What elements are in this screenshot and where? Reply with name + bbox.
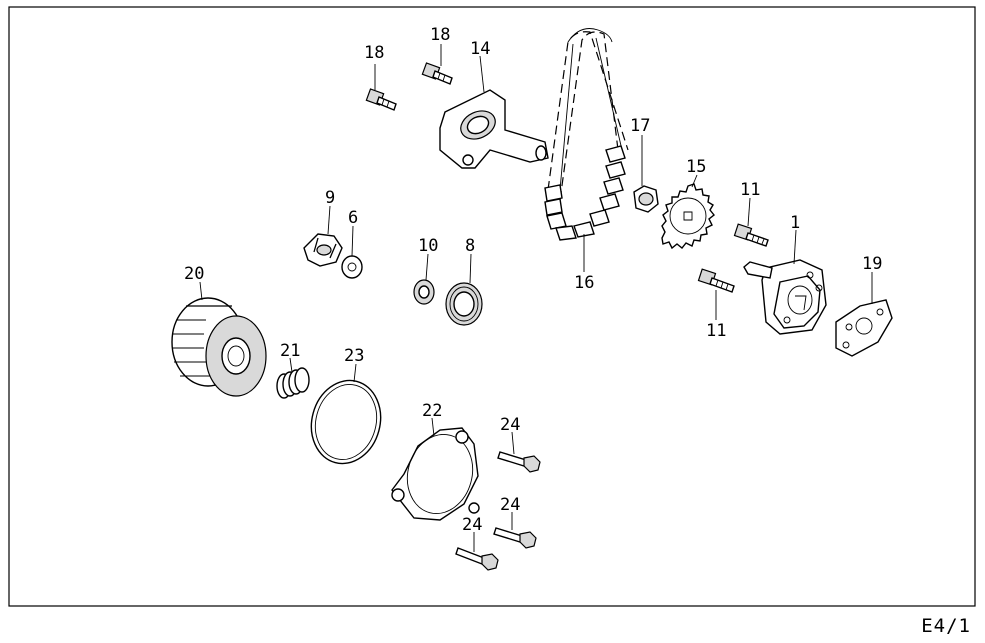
oil-filter-20 [171, 297, 267, 397]
callout-22: 22 [422, 401, 442, 421]
callout-24: 24 [462, 515, 482, 535]
callout-11: 11 [706, 321, 726, 341]
callout-23: 23 [344, 346, 364, 366]
oil-pump-1 [743, 259, 827, 335]
leader-lines [199, 44, 873, 552]
bolt-24-lower [455, 547, 499, 571]
callout-9: 9 [325, 188, 335, 208]
callout-6: 6 [348, 208, 358, 228]
gasket-plate-19 [835, 299, 893, 357]
sheet-code: E4/1 [921, 615, 971, 637]
callout-16: 16 [574, 273, 594, 293]
callout-18: 18 [364, 43, 384, 63]
callout-18: 18 [430, 25, 450, 45]
bolt-11-lower [697, 268, 735, 293]
callout-8: 8 [465, 236, 475, 256]
bolt-24-upper [497, 451, 541, 473]
diagram-frame [8, 6, 976, 607]
sprocket-15 [661, 183, 715, 250]
callout-1: 1 [790, 213, 800, 233]
callout-21: 21 [280, 341, 300, 361]
drive-chain-16 [544, 28, 629, 241]
gear-10 [413, 279, 435, 305]
gear-8 [445, 282, 483, 326]
filter-cover-22 [391, 427, 480, 521]
o-ring-23 [310, 379, 382, 465]
bolt-11-upper [733, 223, 769, 247]
callout-19: 19 [862, 254, 882, 274]
bolt-18-right [421, 62, 453, 85]
chain-guide-14 [439, 89, 549, 169]
callout-10: 10 [418, 236, 438, 256]
bolt-18-left [365, 88, 397, 111]
callout-20: 20 [184, 264, 204, 284]
callout-14: 14 [470, 39, 490, 59]
spring-21 [276, 367, 310, 399]
callout-15: 15 [686, 157, 706, 177]
bolt-24-middle [493, 527, 537, 549]
callout-17: 17 [630, 116, 650, 136]
nut-17 [633, 185, 659, 213]
callout-11: 11 [740, 180, 760, 200]
callout-24: 24 [500, 495, 520, 515]
callout-24: 24 [500, 415, 520, 435]
washer-6 [341, 255, 363, 279]
castle-nut-9 [303, 233, 343, 267]
